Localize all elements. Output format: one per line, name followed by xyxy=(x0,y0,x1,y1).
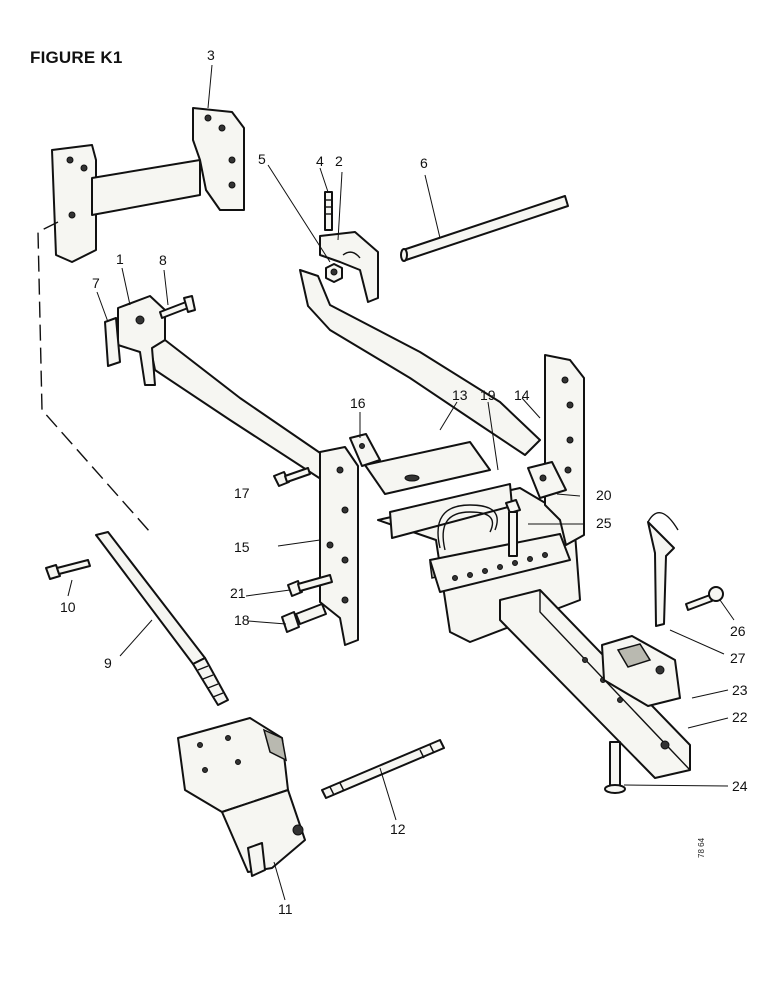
drawing-code: 78 64 xyxy=(697,837,706,858)
part-14-right-plate xyxy=(544,354,585,546)
part-4-stud xyxy=(324,191,333,231)
callout-20: 20 xyxy=(596,487,612,503)
left-side-rail xyxy=(149,339,346,486)
callout-13: 13 xyxy=(452,387,468,403)
part-11-hitch-bracket xyxy=(177,717,306,877)
figure-title: FIGURE K1 xyxy=(30,48,123,67)
part-27-hitch-pin xyxy=(647,512,679,627)
part-17-bolt xyxy=(273,467,311,487)
callout-27: 27 xyxy=(730,650,746,666)
part-10-bolt xyxy=(45,559,91,580)
callout-25: 25 xyxy=(596,515,612,531)
part-12-long-bolt xyxy=(321,739,445,799)
part-9-adjuster-rod xyxy=(95,531,229,706)
callout-22: 22 xyxy=(732,709,748,725)
callout-21: 21 xyxy=(230,585,246,601)
part-8-bolt xyxy=(159,295,196,319)
part-21-bolt xyxy=(287,574,333,597)
part-5-nut xyxy=(325,263,343,283)
callout-26: 26 xyxy=(730,623,746,639)
callout-labels: 3 2 4 5 6 1 8 7 13 19 14 16 20 25 17 15 … xyxy=(60,47,748,917)
callout-12: 12 xyxy=(390,821,406,837)
callout-6: 6 xyxy=(420,155,428,171)
part-6-shaft xyxy=(400,195,569,262)
callout-9: 9 xyxy=(104,655,112,671)
part-25-bolt xyxy=(505,499,521,557)
callout-11: 11 xyxy=(278,901,293,917)
part-13-right-rail xyxy=(299,269,541,456)
part-23-swivel-block xyxy=(601,635,681,707)
callout-10: 10 xyxy=(60,599,76,615)
part-26-linch-pin xyxy=(685,586,724,611)
part-16-small-plate xyxy=(349,433,381,467)
part-15-left-plate xyxy=(319,446,359,646)
callout-3: 3 xyxy=(207,47,215,63)
part-20-small-plate xyxy=(527,461,567,499)
cross-member xyxy=(364,441,491,495)
callout-23: 23 xyxy=(732,682,748,698)
callout-17: 17 xyxy=(234,485,250,501)
callout-18: 18 xyxy=(234,612,250,628)
callout-24: 24 xyxy=(732,778,748,794)
part-22-drawbar xyxy=(499,589,691,779)
callout-8: 8 xyxy=(159,252,167,268)
callout-14: 14 xyxy=(514,387,530,403)
callout-16: 16 xyxy=(350,395,366,411)
callout-15: 15 xyxy=(234,539,250,555)
callout-4: 4 xyxy=(316,153,324,169)
callout-leader-lines xyxy=(67,64,735,901)
part-19-u-clamp xyxy=(437,504,498,551)
callout-5: 5 xyxy=(258,151,266,167)
part-18-bolt xyxy=(281,603,327,633)
callout-7: 7 xyxy=(92,275,100,291)
part-24-pin xyxy=(604,741,626,794)
part-1-bracket xyxy=(117,295,166,386)
callout-19: 19 xyxy=(480,387,496,403)
callout-2: 2 xyxy=(335,153,343,169)
part-7-plate xyxy=(104,317,121,367)
callout-1: 1 xyxy=(116,251,124,267)
part-3-front-bracket xyxy=(51,107,245,263)
assembly-dashed-line xyxy=(37,221,151,533)
